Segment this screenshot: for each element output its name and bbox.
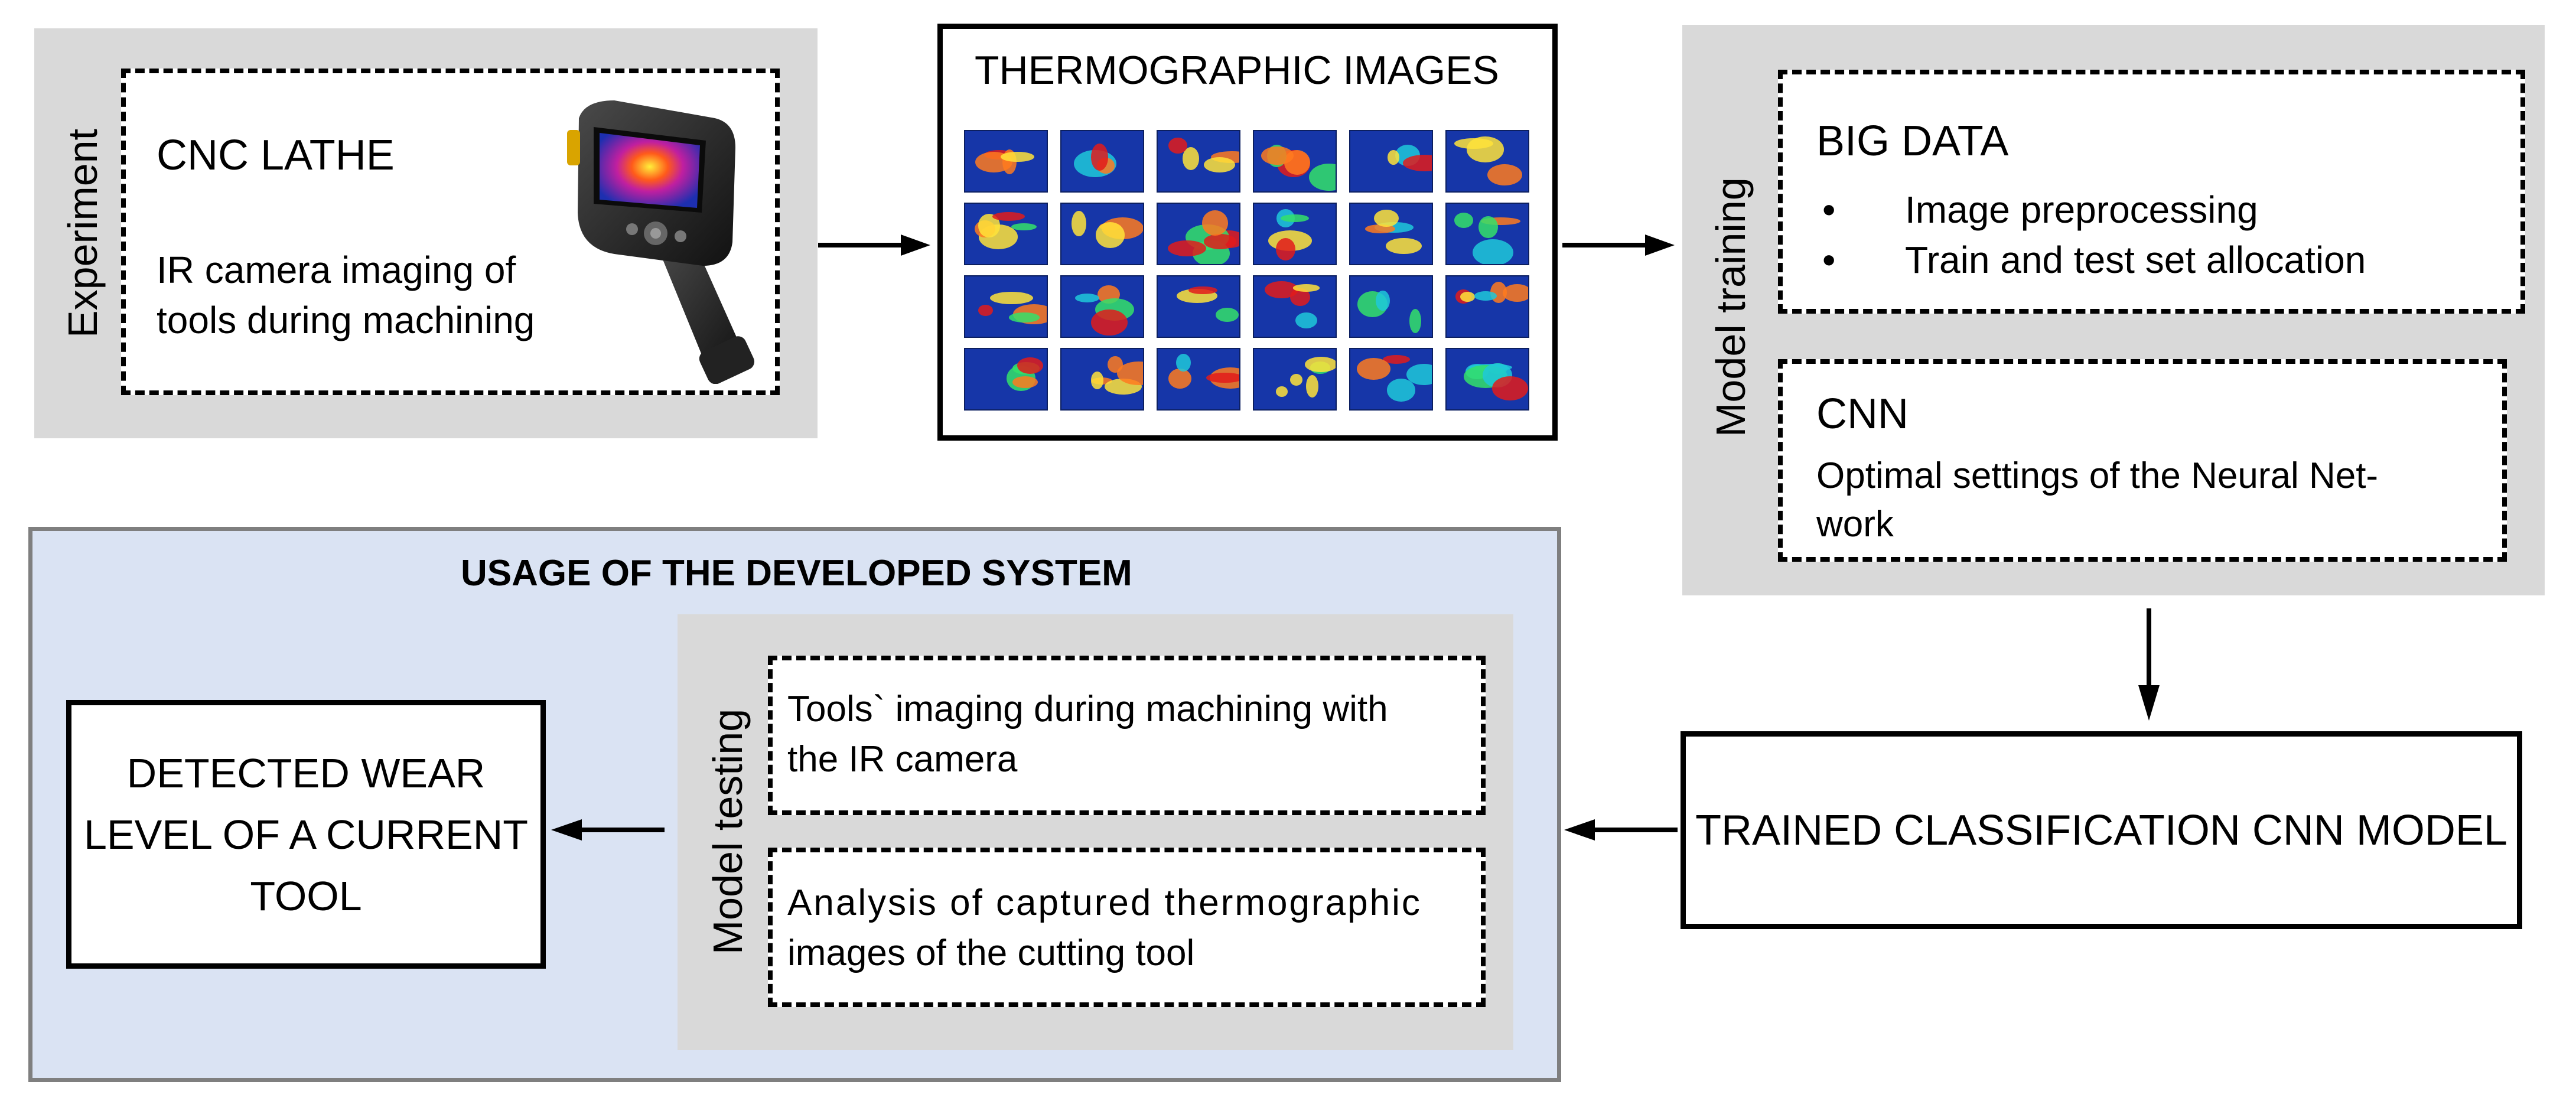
- cnn-desc-line2: work: [1816, 504, 1894, 545]
- big-data-bullet-1: •: [1822, 188, 1836, 231]
- cnn-box: [1778, 359, 2507, 562]
- thermographic-thumbnail: [1445, 203, 1529, 265]
- trained-cnn-model-label: TRAINED CLASSIFICATION CNN MODEL: [1695, 806, 2507, 854]
- cnn-title: CNN: [1816, 390, 1909, 438]
- testing-step-2-line2: images of the cutting tool: [787, 933, 1195, 973]
- thermographic-thumbnail: [1060, 348, 1144, 411]
- model-training-side-label: Model training: [1708, 177, 1754, 437]
- cnn-desc-line1: Optimal settings of the Neural Net-: [1816, 455, 2379, 496]
- thermographic-thumbnail: [1349, 275, 1433, 338]
- trained-cnn-model-box: TRAINED CLASSIFICATION CNN MODEL: [1681, 731, 2522, 929]
- big-data-item-2: Train and test set allocation: [1905, 239, 2366, 281]
- ir-camera-icon: [567, 100, 755, 384]
- arrow-experiment-to-images: [818, 234, 930, 256]
- thermographic-thumbnail: [1157, 275, 1240, 338]
- detected-wear-line2: LEVEL OF A CURRENT: [83, 811, 529, 858]
- arrow-images-to-training: [1562, 234, 1675, 256]
- thermographic-thumbnail: [1157, 130, 1240, 193]
- thermographic-thumbnail: [1445, 130, 1529, 193]
- cnc-lathe-title: CNC LATHE: [157, 132, 395, 179]
- testing-step-1-line1: Tools` imaging during machining with: [787, 689, 1388, 729]
- experiment-side-label: Experiment: [60, 128, 106, 338]
- testing-step-2-line1: Analysis of captured thermographic: [787, 882, 1422, 923]
- thermographic-images-title: THERMOGRAPHIC IMAGES: [975, 48, 1499, 93]
- thermographic-thumbnail: [1157, 348, 1240, 411]
- thermographic-thumbnail: [1349, 203, 1433, 265]
- thermographic-thumbnail: [1253, 275, 1337, 338]
- thermographic-thumbnail: [964, 348, 1048, 411]
- thermographic-thumbnail: [1060, 275, 1144, 338]
- testing-step-2-box: [768, 848, 1486, 1007]
- thermographic-thumbnail-grid: [964, 130, 1531, 413]
- big-data-box: [1778, 70, 2525, 314]
- thermographic-thumbnail: [1445, 348, 1529, 411]
- thermographic-thumbnail: [964, 203, 1048, 265]
- arrow-training-to-trained-model: [2138, 608, 2160, 721]
- detected-wear-line1: DETECTED WEAR: [126, 750, 486, 796]
- thermographic-thumbnail: [1253, 348, 1337, 411]
- detected-wear-line3: TOOL: [250, 872, 362, 919]
- arrow-testing-to-result: [551, 819, 665, 841]
- thermographic-thumbnail: [1445, 275, 1529, 338]
- big-data-bullet-2: •: [1822, 239, 1836, 281]
- testing-step-1-box: [768, 656, 1486, 815]
- thermographic-thumbnail: [1253, 130, 1337, 193]
- experiment-desc-line2: tools during machining: [157, 299, 535, 341]
- model-testing-side-label: Model testing: [705, 708, 751, 955]
- detected-wear-level-box: DETECTED WEAR LEVEL OF A CURRENT TOOL: [66, 700, 546, 969]
- testing-step-1-line2: the IR camera: [787, 739, 1018, 780]
- thermographic-thumbnail: [1253, 203, 1337, 265]
- thermographic-thumbnail: [964, 130, 1048, 193]
- big-data-title: BIG DATA: [1816, 118, 2009, 165]
- thermographic-thumbnail: [1060, 130, 1144, 193]
- experiment-desc-line1: IR camera imaging of: [157, 249, 516, 291]
- thermographic-thumbnail: [1157, 203, 1240, 265]
- thermographic-thumbnail: [1349, 348, 1433, 411]
- thermographic-thumbnail: [1349, 130, 1433, 193]
- thermographic-thumbnail: [964, 275, 1048, 338]
- thermographic-thumbnail: [1060, 203, 1144, 265]
- usage-system-title: USAGE OF THE DEVELOPED SYSTEM: [461, 553, 1132, 594]
- big-data-item-1: Image preprocessing: [1905, 188, 2258, 231]
- arrow-trained-model-to-usage: [1564, 819, 1678, 841]
